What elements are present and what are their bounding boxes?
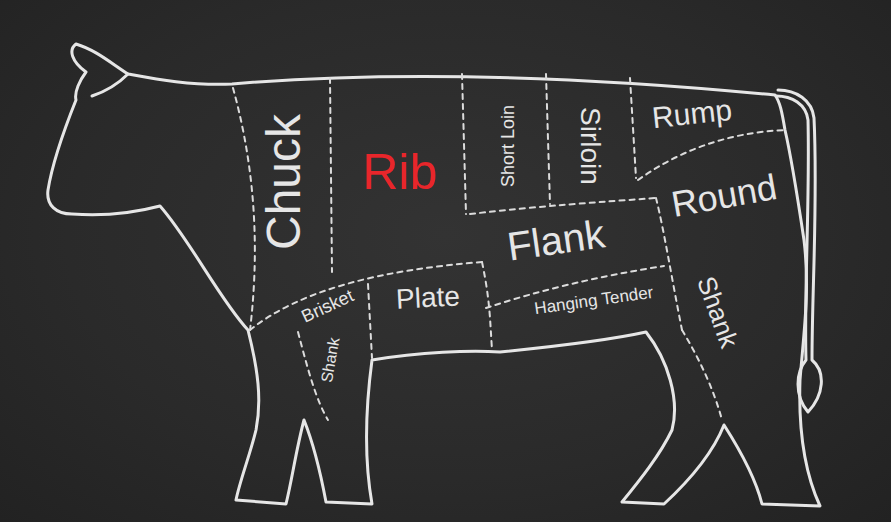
cut-label: Rib bbox=[362, 147, 437, 197]
cut-label: Flank bbox=[505, 213, 607, 266]
cow-ear bbox=[92, 74, 128, 96]
cut-label: Round bbox=[669, 169, 780, 223]
cow-outline bbox=[48, 44, 820, 506]
cut-label: Rump bbox=[651, 95, 734, 133]
cut-label: Brisket bbox=[299, 286, 356, 326]
cut-label: Short Loin bbox=[499, 105, 517, 187]
cut-line bbox=[470, 198, 656, 214]
cut-label: Sirloin bbox=[576, 107, 604, 185]
cut-line bbox=[546, 74, 550, 204]
cow-tail bbox=[776, 90, 821, 412]
cut-line bbox=[462, 74, 466, 214]
cut-line bbox=[368, 284, 372, 358]
cut-label: Plate bbox=[395, 282, 460, 313]
cut-line bbox=[233, 88, 255, 330]
cut-label: Chuck bbox=[260, 114, 308, 250]
cut-label: Shank bbox=[319, 336, 343, 383]
cut-line bbox=[250, 262, 482, 330]
cut-line bbox=[630, 78, 636, 178]
cut-label: Shank bbox=[693, 273, 743, 351]
cut-line bbox=[330, 78, 332, 272]
cut-label: Hanging Tender bbox=[534, 283, 655, 316]
